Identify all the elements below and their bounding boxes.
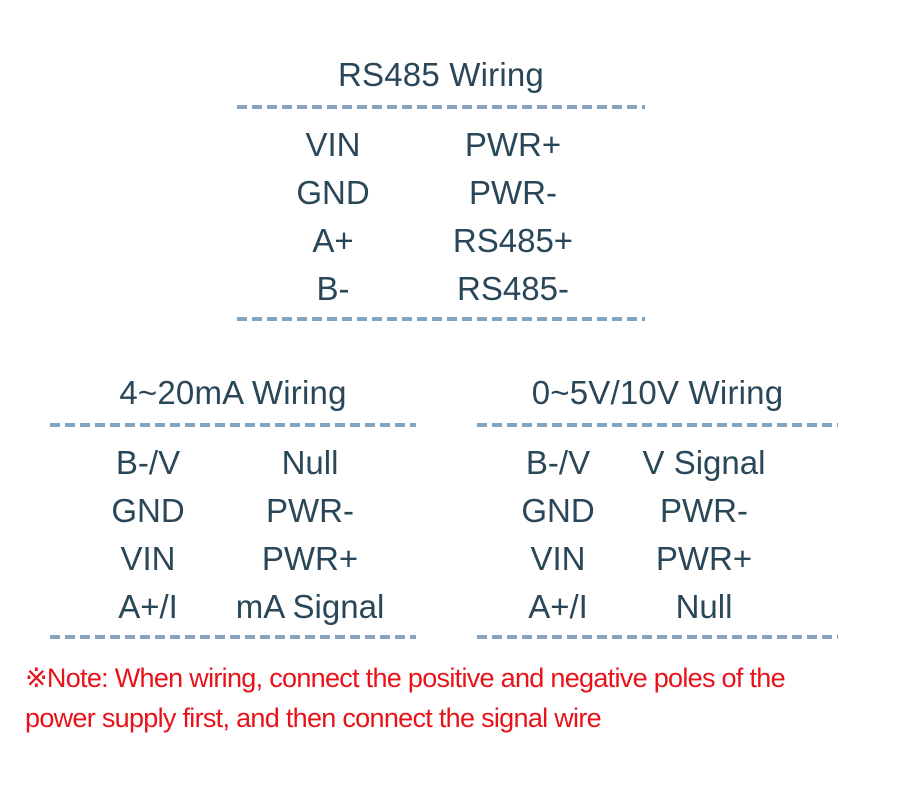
pin-label: B-/V (115, 444, 181, 481)
dashed-divider-top (50, 423, 416, 427)
0-5v-10v-signal-column: V Signal PWR- PWR+ Null (643, 439, 766, 631)
pin-label: B-/V (525, 444, 591, 481)
4-20ma-wiring-section: 4~20mA Wiring B-/V GND VIN A+/I Null PWR… (50, 373, 416, 639)
4-20ma-terminal-column: B-/V GND VIN A+/I (111, 439, 184, 631)
rs485-terminal-column: VIN GND A+ B- (296, 121, 369, 313)
pin-label: RS485- (457, 270, 569, 307)
pin-label: PWR- (660, 492, 748, 529)
dashed-divider-top (477, 423, 838, 427)
4-20ma-section-title: 4~20mA Wiring (119, 374, 347, 411)
dashed-divider-top (237, 105, 645, 109)
pin-label: PWR+ (261, 540, 359, 577)
0-5v-10v-wiring-section: 0~5V/10V Wiring B-/V GND VIN A+/I V Sign… (477, 373, 838, 639)
pin-label: A+ (312, 222, 354, 259)
4-20ma-signal-column: Null PWR- PWR+ mA Signal (236, 439, 385, 631)
pin-label: Null (281, 444, 339, 481)
rs485-section-title: RS485 Wiring (338, 56, 544, 93)
pin-label: B- (316, 270, 350, 307)
4-20ma-pin-table: B-/V GND VIN A+/I Null PWR- PWR+ mA Sign… (50, 427, 416, 631)
pin-label: VIN (530, 540, 586, 577)
rs485-signal-column: PWR+ PWR- RS485+ RS485- (453, 121, 573, 313)
pin-label: A+/I (118, 588, 178, 625)
pin-label: Null (675, 588, 733, 625)
pin-label: PWR- (266, 492, 354, 529)
pin-label: GND (521, 492, 595, 529)
dashed-divider-bottom (477, 635, 838, 639)
pin-label: RS485+ (452, 222, 574, 259)
pin-label: mA Signal (235, 588, 385, 625)
pin-label: GND (296, 174, 370, 211)
pin-label: PWR+ (464, 126, 562, 163)
0-5v-10v-section-title: 0~5V/10V Wiring (531, 374, 784, 411)
wiring-note: ※Note: When wiring, connect the positive… (25, 658, 786, 738)
pin-label: PWR- (469, 174, 557, 211)
pin-label: VIN (120, 540, 176, 577)
pin-label: V Signal (642, 444, 766, 481)
0-5v-10v-terminal-column: B-/V GND VIN A+/I (521, 439, 594, 631)
pin-label: PWR+ (655, 540, 753, 577)
dashed-divider-bottom (237, 317, 645, 321)
pin-label: VIN (305, 126, 361, 163)
rs485-wiring-section: RS485 Wiring VIN GND A+ B- PWR+ PWR- RS4… (237, 55, 645, 321)
pin-label: GND (111, 492, 185, 529)
note-line: power supply first, and then connect the… (25, 703, 602, 733)
rs485-pin-table: VIN GND A+ B- PWR+ PWR- RS485+ RS485- (237, 109, 645, 313)
pin-label: A+/I (528, 588, 588, 625)
note-line: ※Note: When wiring, connect the positive… (25, 663, 786, 693)
0-5v-10v-pin-table: B-/V GND VIN A+/I V Signal PWR- PWR+ Nul… (477, 427, 838, 631)
dashed-divider-bottom (50, 635, 416, 639)
